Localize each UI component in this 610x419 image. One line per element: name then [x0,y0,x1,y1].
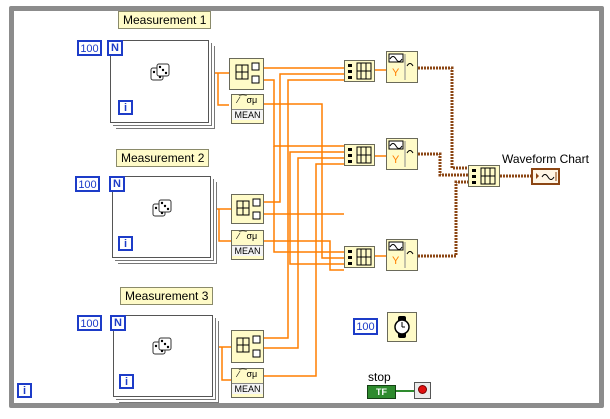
waveform-icon: Y [388,241,414,268]
array-node-2[interactable] [231,194,264,224]
wire [418,152,468,177]
iteration-terminal-1[interactable]: i [118,100,133,115]
wire [289,214,344,265]
array-grid-icon [235,62,260,84]
wire [264,163,344,377]
measurement-3-label[interactable]: Measurement 3 [120,287,214,305]
waveform-icon: Y [388,140,414,167]
svg-text:Y: Y [392,255,400,267]
array-grid-icon [236,198,261,220]
stop-sign-icon [418,385,427,394]
sigma-mu-icon: ∕⁀σμ [237,95,258,105]
mean-vi-1[interactable]: ∕⁀σμ MEAN [231,94,264,124]
wire [264,103,344,259]
array-grid-icon [236,335,261,358]
wire [418,180,468,258]
wire [264,157,344,349]
dice-icon[interactable] [152,199,172,219]
iteration-terminal-3[interactable]: i [119,374,134,389]
waveform-icon: Y [388,53,414,80]
array-node-3[interactable] [231,330,264,363]
mean-label-3: MEAN [232,383,263,394]
chart-icon [536,172,557,181]
wire [264,73,344,203]
wire [221,347,231,381]
loop-count-terminal-2[interactable]: N [109,176,125,192]
mean-vi-2[interactable]: ∕⁀σμ MEAN [231,230,264,260]
bundle-node-3[interactable] [344,246,375,268]
build-waveform-3[interactable]: Y [386,239,418,271]
bundle-node-2[interactable] [344,144,375,166]
wait-ms-node[interactable] [387,312,417,342]
wire [218,209,231,242]
measurement-1-label[interactable]: Measurement 1 [118,11,212,29]
bundle-icon [348,62,372,80]
wire [217,73,229,106]
loop-condition-terminal[interactable] [414,382,431,399]
svg-text:Y: Y [392,154,400,166]
mean-label-2: MEAN [232,245,263,256]
loop-count-terminal-3[interactable]: N [110,315,126,331]
wire [418,66,468,170]
measurement-2-label[interactable]: Measurement 2 [116,149,210,167]
stop-label[interactable]: stop [368,370,391,384]
bundle-icon [348,248,372,266]
count-constant-1[interactable]: 100 [77,40,102,56]
mean-label-1: MEAN [232,109,263,120]
wire [289,151,344,214]
wire [264,79,344,147]
build-waveform-2[interactable]: Y [386,138,418,170]
count-constant-3[interactable]: 100 [77,315,102,331]
waveform-chart-label[interactable]: Waveform Chart [502,152,589,166]
dice-icon[interactable] [152,337,172,357]
build-array-node[interactable] [468,165,500,187]
watch-icon [394,316,410,338]
count-constant-2[interactable]: 100 [75,176,100,192]
wire-group-3 [217,79,344,381]
waveform-chart-terminal[interactable] [531,168,560,185]
wire-group-1 [212,67,344,259]
wait-constant[interactable]: 100 [353,318,378,335]
wire [264,79,344,339]
bundle-icon [348,146,372,164]
wire [273,146,344,253]
wire-group-cluster [418,66,531,258]
sigma-mu-icon: ∕⁀σμ [237,369,258,379]
wire-group-2 [214,73,344,271]
dice-icon[interactable] [150,63,170,83]
sigma-mu-icon: ∕⁀σμ [237,231,258,241]
build-waveform-1[interactable]: Y [386,51,418,83]
iteration-terminal-2[interactable]: i [118,236,133,251]
wire-group-build [375,69,386,257]
bundle-node-1[interactable] [344,60,375,82]
while-iteration-terminal[interactable]: i [17,383,32,398]
while-loop-structure[interactable] [9,6,604,408]
svg-text:Y: Y [392,67,400,79]
stop-button-terminal[interactable]: TF [367,385,396,399]
bundle-icon [472,167,496,185]
mean-vi-3[interactable]: ∕⁀σμ MEAN [231,368,264,398]
wire [264,240,344,271]
array-node-1[interactable] [229,58,264,90]
loop-count-terminal-1-overlay[interactable]: N [107,40,123,56]
